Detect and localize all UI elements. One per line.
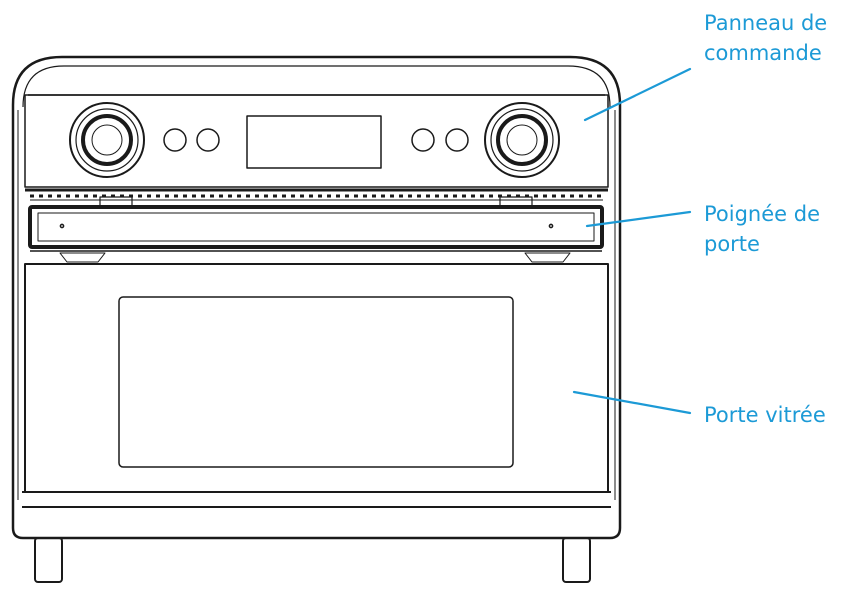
right-knob [496,114,548,166]
left-knob-ring [75,108,139,172]
glass-door-window [118,296,514,468]
door-leader-line [572,390,692,415]
door-handle-grip [37,212,595,242]
left-foot [34,537,63,583]
door-handle [28,205,604,249]
handle-leader-line [585,210,692,228]
right-knob-cap [506,124,538,156]
oven-drawing [11,55,622,583]
display-screen [246,115,382,169]
glass-door-label: Porte vitrée [704,403,826,427]
left-button-1 [163,128,187,152]
control-panel-label: Panneau de commande [704,11,828,65]
handle-screw-left [59,223,65,229]
handle-screw-right [548,223,554,229]
left-knob [81,114,133,166]
callout-leaders [572,67,692,415]
door-handle-label: Poignée de porte [704,202,821,256]
left-button-2 [196,128,220,152]
right-button-2 [445,128,469,152]
oven-body-inner-outline [22,65,611,108]
left-knob-cap [91,124,123,156]
right-button-1 [411,128,435,152]
left-knob-outer-ring [69,102,145,178]
right-foot [562,537,591,583]
left-handle-bracket [59,252,106,263]
right-knob-outer-ring [484,102,560,178]
right-handle-bracket [524,252,571,263]
glass-door-frame [24,263,609,493]
control-panel-face [24,94,609,188]
panel-leader-line [583,67,692,122]
oven-body-outline [11,55,622,540]
right-knob-ring [490,108,554,172]
